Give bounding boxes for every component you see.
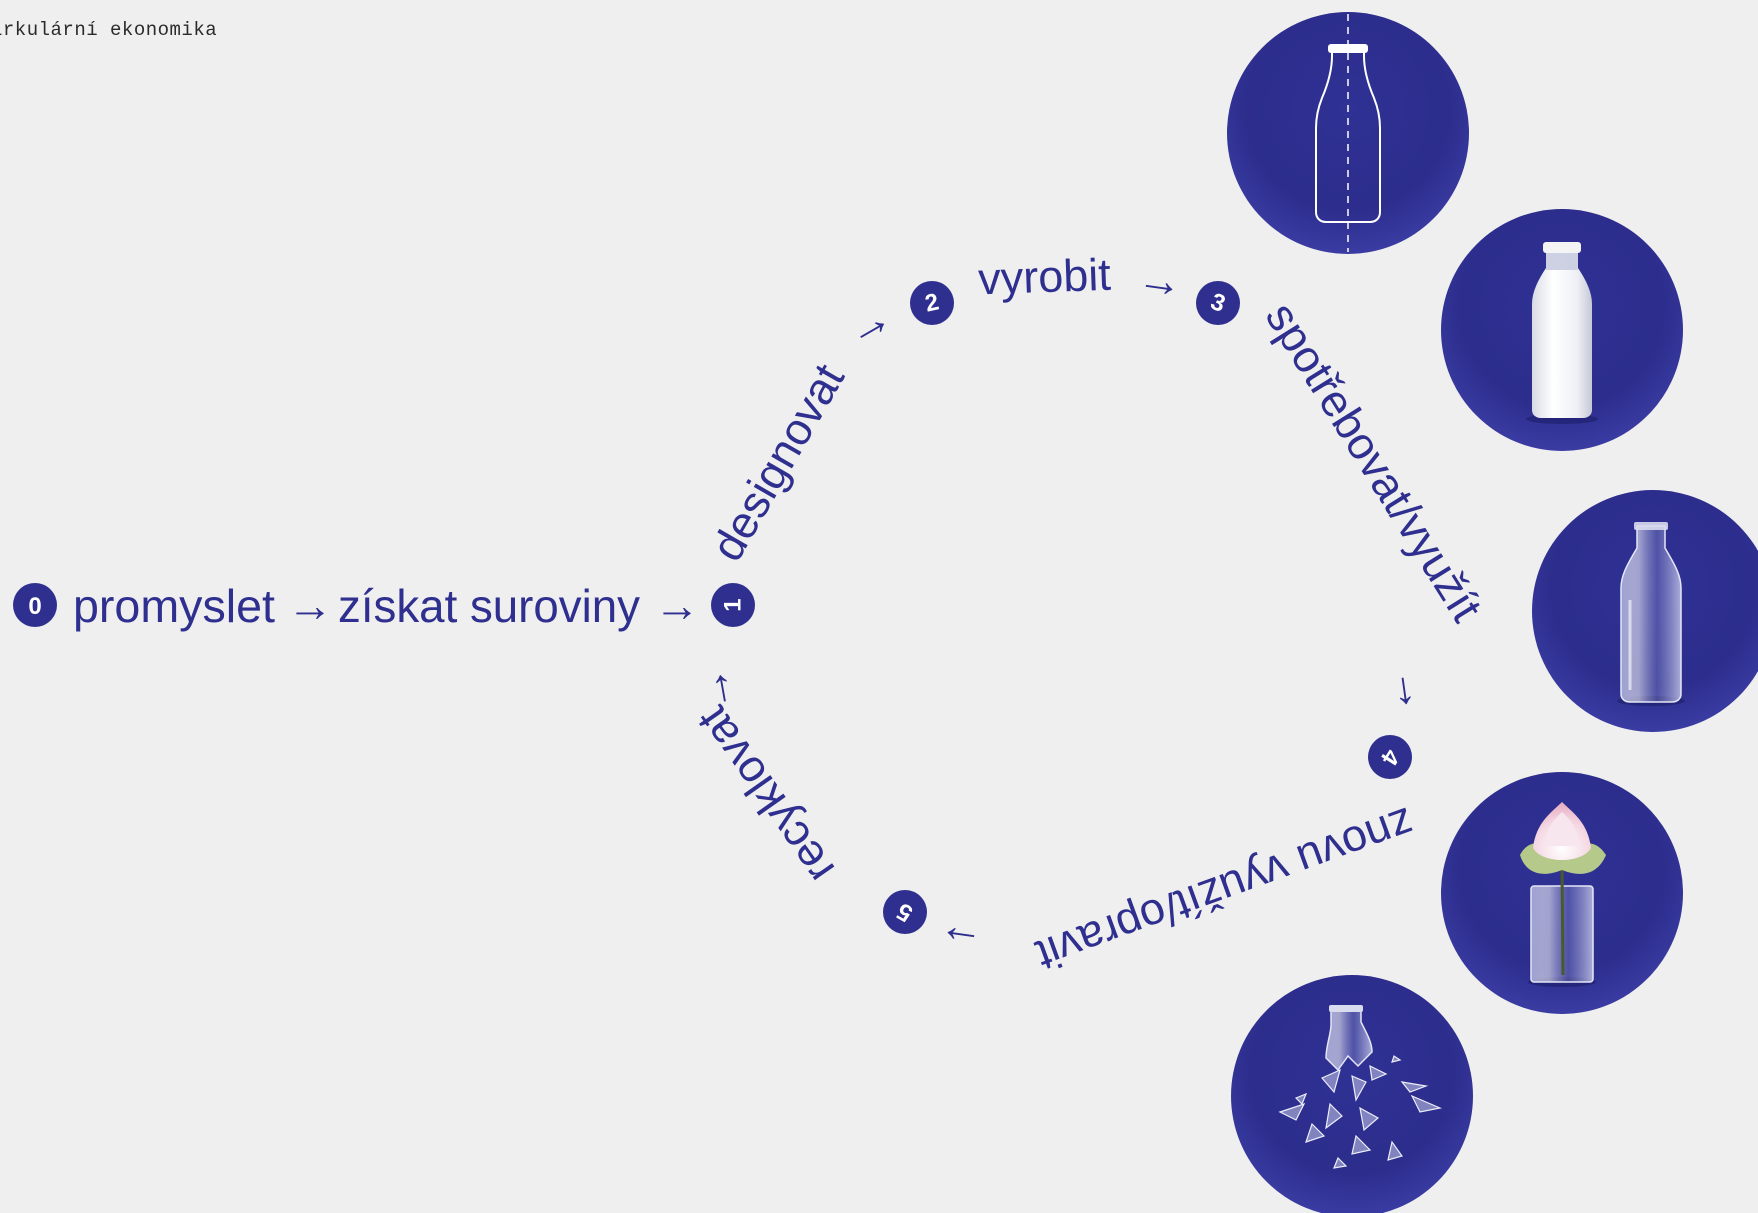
step-5-label: recyklovat (686, 697, 844, 893)
page-title: irkulární ekonomika (0, 19, 218, 41)
step-2-label: vyrobit (977, 249, 1112, 305)
lead-arrow-2: → (654, 579, 700, 631)
step-1-badge (711, 583, 755, 627)
lead-step-raw-materials: získat suroviny (338, 580, 640, 632)
flower-vase-icon (1441, 772, 1683, 1014)
milk-bottle-icon (1441, 209, 1683, 451)
cycle-ring: 1 designovat → 2 vyrobit → 3 spotřebovat… (686, 249, 1493, 982)
step-2-number: 2 (923, 288, 942, 317)
arrow-4-5: → (934, 914, 986, 971)
bottle-outline-icon (1227, 12, 1469, 254)
step-0-badge (13, 583, 57, 627)
step-4-label: znovu využít/opravit (1029, 798, 1421, 982)
lead-arrow-1: → (287, 579, 333, 631)
broken-glass-icon (1231, 975, 1473, 1213)
step-0-number: 0 (28, 593, 41, 620)
arrow-3-4: → (1384, 664, 1441, 716)
step-4-badge (1368, 735, 1412, 779)
step-3-badge (1196, 281, 1240, 325)
lead-row: 0 promyslet → získat suroviny → (13, 579, 700, 632)
step-1-number: 1 (720, 598, 747, 611)
arrow-5-1: → (686, 663, 744, 716)
step-5-badge (883, 890, 927, 934)
empty-bottle-icon (1532, 490, 1758, 732)
step-1-label: designovat (701, 355, 854, 569)
arrow-2-3: → (1134, 251, 1186, 308)
step-2-badge (910, 281, 954, 325)
lead-step-think: promyslet (73, 580, 275, 632)
arrow-1-2: → (836, 290, 900, 357)
